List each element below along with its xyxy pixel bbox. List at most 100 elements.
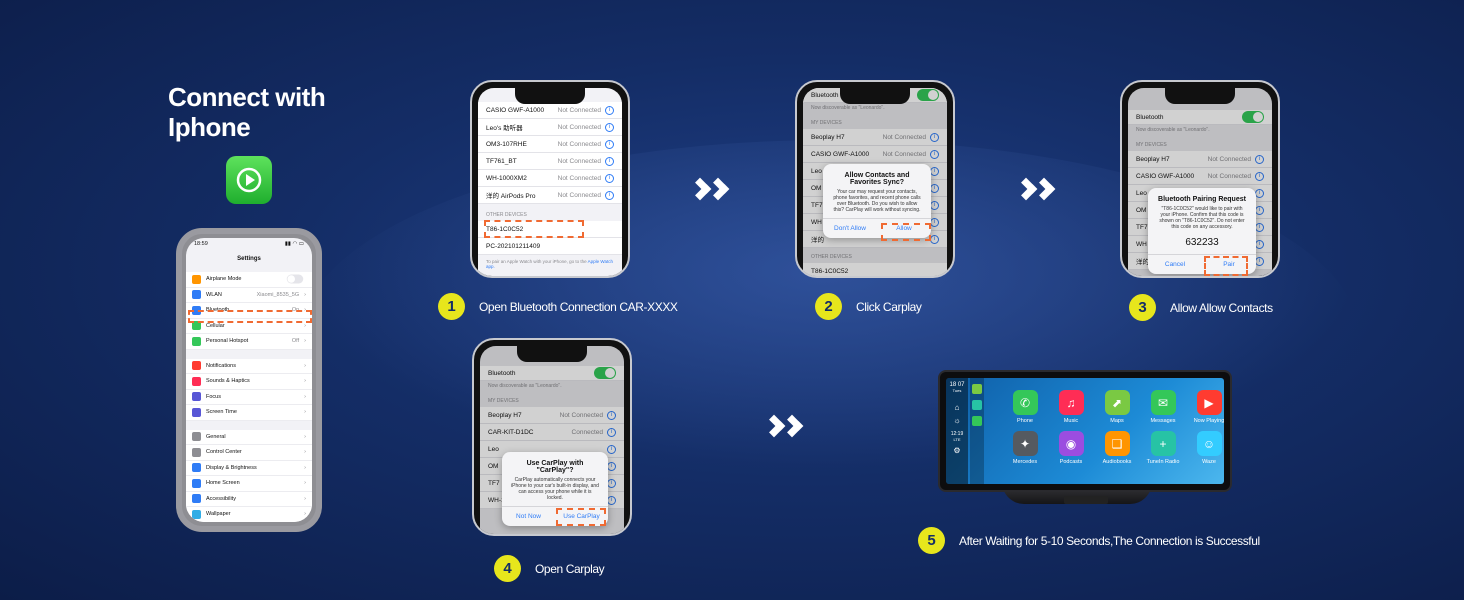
info-icon[interactable]: i [605, 105, 614, 115]
device-name: PC-202101211409 [486, 242, 541, 250]
settings-row[interactable]: Display & Brightness› [186, 460, 312, 476]
next-arrow-icon [688, 177, 730, 201]
use-carplay-button[interactable]: Use CarPlay [563, 513, 600, 520]
add-dock-icon[interactable] [972, 400, 982, 410]
info-icon[interactable]: i [930, 149, 939, 159]
carplay-app[interactable]: ◉Podcasts [1048, 431, 1094, 465]
carplay-app[interactable]: ✉Messages [1140, 390, 1186, 424]
not-now-button[interactable]: Not Now [516, 513, 541, 520]
unit-time-2: 12:19 [950, 431, 964, 437]
carplay-app[interactable]: ▶Now Playing [1186, 390, 1224, 424]
device-name: Beoplay H7 [1136, 155, 1170, 163]
info-icon[interactable]: i [605, 190, 614, 200]
bluetooth-toggle[interactable] [594, 367, 616, 379]
carplay-sidebar: 18 07 Tues ⌂ ☼ 12:19 LTE ⚙ [946, 378, 968, 484]
device-status: Not Connected [1207, 172, 1251, 180]
device-name: Leo [488, 445, 499, 453]
next-arrow-icon [762, 414, 804, 438]
cancel-button[interactable]: Cancel [1164, 261, 1186, 268]
info-icon[interactable]: i [930, 132, 939, 142]
allow-button[interactable]: Allow [896, 225, 912, 232]
app-icon: ✆ [1012, 390, 1038, 415]
dont-allow-button[interactable]: Don't Allow [834, 225, 866, 232]
carplay-app[interactable]: ✆Phone [1002, 390, 1048, 424]
chevron-right-icon: › [304, 322, 306, 329]
info-icon[interactable]: i [1255, 171, 1264, 181]
app-icon: ⬈ [1104, 390, 1130, 415]
settings-row[interactable]: Airplane Mode [186, 272, 312, 288]
device-status: Not Connected [557, 106, 601, 114]
settings-row-icon [192, 376, 201, 386]
device-name: Leo [811, 167, 822, 175]
carplay-app[interactable]: ☺Waze [1186, 431, 1224, 465]
carplay-app[interactable]: ❑Audiobooks [1094, 431, 1140, 465]
settings-row[interactable]: Home Screen› [186, 476, 312, 492]
info-icon[interactable]: i [605, 156, 614, 166]
bluetooth-toggle[interactable] [1242, 111, 1264, 123]
phone-notch [517, 346, 587, 362]
settings-row[interactable]: Screen Time› [186, 405, 312, 421]
settings-row-icon [192, 321, 201, 331]
info-icon[interactable]: i [607, 410, 616, 420]
unit-time: 18 07 [949, 382, 965, 388]
maps-dock-icon[interactable] [972, 384, 982, 394]
info-icon[interactable]: i [607, 427, 616, 437]
settings-icon[interactable]: ⚙ [953, 446, 961, 455]
apple-watch-link[interactable]: Apple Watch app. [486, 259, 614, 269]
carplay-app[interactable]: +TuneIn Radio [1140, 431, 1186, 465]
step-number: 2 [815, 293, 842, 320]
device-row-t86[interactable]: T86-1C0C52 [803, 263, 947, 276]
carplay-app[interactable]: ♫Music [1048, 390, 1094, 424]
settings-row-label: Cellular [206, 322, 225, 329]
app-name: Messages [1150, 418, 1176, 424]
settings-row[interactable]: Accessibility› [186, 491, 312, 507]
pair-button[interactable]: Pair [1223, 261, 1235, 268]
airplane-toggle[interactable] [286, 274, 304, 284]
carplay-app[interactable]: ✦Mercedes [1002, 431, 1048, 465]
bluetooth-toggle[interactable] [917, 89, 939, 101]
settings-row[interactable]: Focus› [186, 389, 312, 405]
home-icon[interactable]: ⌂ [954, 403, 960, 412]
device-name: 洋的 [811, 237, 824, 244]
info-icon[interactable]: i [605, 139, 614, 149]
phone-dock-icon[interactable] [972, 416, 982, 426]
info-icon[interactable]: i [607, 444, 616, 454]
app-name: TuneIn Radio [1146, 459, 1180, 465]
apple-watch-note: To pair an Apple Watch with your iPhone,… [486, 259, 587, 264]
info-icon[interactable]: i [605, 122, 614, 132]
chevron-right-icon: › [304, 511, 306, 518]
carplay-app[interactable]: ⬈Maps [1094, 390, 1140, 424]
settings-row[interactable]: Wallpaper› [186, 507, 312, 522]
chevron-right-icon: › [304, 291, 306, 298]
phone-notch [515, 88, 585, 104]
app-name: Music [1063, 418, 1079, 424]
device-row-pc[interactable]: PC-202101211409 [478, 238, 622, 255]
settings-row-value: Xiaomi_8535_5G [256, 291, 300, 298]
settings-row[interactable]: General› [186, 429, 312, 445]
settings-row-icon [192, 463, 201, 473]
info-icon[interactable]: i [1255, 154, 1264, 164]
discoverable-text: Now discoverable as "Leonardo". [1136, 127, 1210, 133]
device-status: Not Connected [557, 191, 601, 199]
info-icon[interactable]: i [605, 173, 614, 183]
contacts-sync-dialog: Allow Contacts and Favorites Sync? Your … [823, 164, 931, 238]
brightness-icon[interactable]: ☼ [953, 416, 961, 425]
settings-row[interactable]: Control Center› [186, 445, 312, 461]
settings-row[interactable]: Sounds & Haptics› [186, 374, 312, 390]
device-status: Not Connected [557, 157, 601, 165]
settings-row[interactable]: Notifications› [186, 358, 312, 374]
